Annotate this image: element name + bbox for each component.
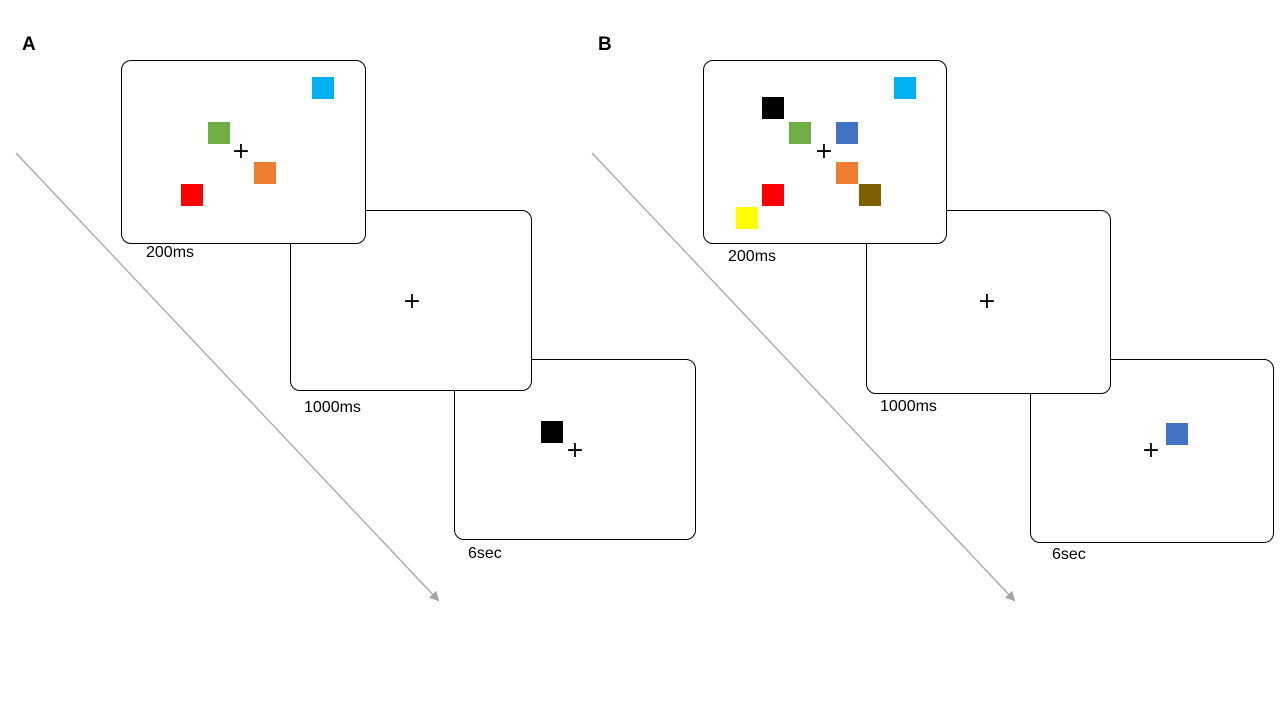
memory-square-red — [762, 184, 784, 206]
time-arrow-a — [15, 152, 440, 602]
duration-label-encoding-a: 200ms — [146, 244, 195, 261]
fixation-cross: + — [565, 438, 585, 463]
probe-square-black — [541, 421, 563, 443]
memory-square-light-blue — [894, 77, 916, 99]
duration-label-retention-a: 1000ms — [304, 399, 361, 416]
fixation-cross: + — [1141, 438, 1161, 463]
memory-frame-b: + — [703, 60, 947, 244]
time-arrow-b — [591, 152, 1016, 602]
duration-label-encoding-b: 200ms — [728, 248, 777, 265]
duration-label-probe-b: 6sec — [1052, 546, 1086, 563]
memory-square-yellow — [736, 207, 758, 229]
memory-frame-a: + — [121, 60, 366, 244]
panel-label-b: B — [598, 34, 612, 55]
memory-square-light-blue — [312, 77, 334, 99]
memory-square-green — [789, 122, 811, 144]
duration-label-retention-b: 1000ms — [880, 398, 937, 415]
memory-square-orange — [836, 162, 858, 184]
fixation-cross: + — [402, 289, 422, 314]
memory-square-orange — [254, 162, 276, 184]
memory-square-blue — [836, 122, 858, 144]
probe-square-blue — [1166, 423, 1188, 445]
fixation-cross: + — [231, 139, 251, 164]
memory-square-black — [762, 97, 784, 119]
fixation-cross: + — [977, 289, 997, 314]
memory-square-green — [208, 122, 230, 144]
panel-label-a: A — [22, 34, 36, 55]
memory-square-red — [181, 184, 203, 206]
memory-square-brown — [859, 184, 881, 206]
duration-label-probe-a: 6sec — [468, 545, 502, 562]
fixation-cross: + — [814, 139, 834, 164]
